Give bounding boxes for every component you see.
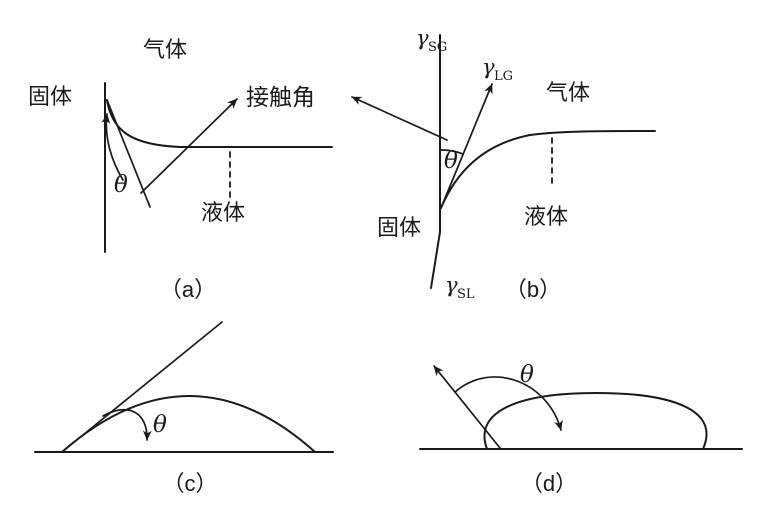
gamma-lg-subscript: LG	[494, 69, 513, 84]
gamma-sg-symbol: γ	[416, 26, 429, 50]
contact-angle-label: 接触角	[246, 84, 315, 110]
gamma-lg-vector-b	[440, 83, 493, 209]
droplet-curve-d	[483, 392, 708, 450]
caption-d: （d）	[521, 471, 577, 496]
gas-label-a: 气体	[143, 37, 187, 62]
gamma-lg-symbol: γ	[482, 55, 495, 79]
callout-arrow-from-a	[140, 98, 238, 194]
liquid-label-a: 液体	[201, 200, 245, 225]
solid-label-b: 固体	[377, 215, 421, 240]
liquid-label-b: 液体	[524, 204, 568, 229]
tangent-arrow-d	[433, 365, 501, 449]
panel-d: θ （d）	[419, 362, 743, 496]
panel-c: θ （c）	[34, 321, 334, 496]
theta-label-a: θ	[114, 172, 128, 198]
caption-b: （b）	[505, 277, 561, 302]
gamma-sl-subscript: SL	[457, 287, 475, 302]
theta-angle-arrow-d	[454, 376, 563, 431]
panel-a: 气体 固体 液体 θ （a）	[28, 37, 333, 302]
theta-angle-arrow-a	[101, 113, 124, 181]
theta-label-c: θ	[153, 412, 167, 438]
meniscus-curve-b	[440, 130, 656, 209]
gamma-sg-subscript: SG	[428, 40, 447, 55]
caption-a: （a）	[160, 277, 216, 302]
panel-b: γ SG γ LG γ SL θ 气体 固体 液体 （b）	[377, 26, 656, 302]
callout-arrow-from-b	[351, 96, 448, 141]
caption-c: （c）	[162, 471, 217, 496]
contact-angle-callout: 接触角	[140, 84, 448, 194]
theta-angle-arc-b	[440, 149, 464, 155]
theta-label-d: θ	[520, 362, 534, 388]
gamma-sl-segment-b	[430, 231, 441, 289]
gas-label-b: 气体	[546, 80, 590, 105]
droplet-curve-c	[61, 395, 316, 453]
tangent-line-c	[61, 321, 223, 453]
theta-angle-arrow-c	[102, 408, 152, 441]
theta-label-b: θ	[444, 148, 458, 174]
solid-label-a: 固体	[28, 84, 72, 109]
gamma-sl-symbol: γ	[445, 273, 458, 297]
meniscus-curve-a	[106, 99, 333, 148]
tangent-line-a	[106, 99, 151, 208]
